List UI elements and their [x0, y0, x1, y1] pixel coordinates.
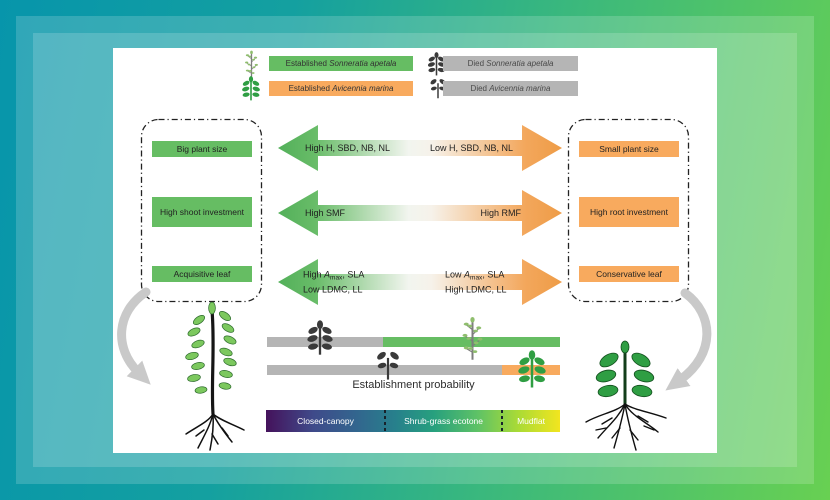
- established-avicennia-icon: [241, 76, 261, 102]
- arrow-label-left: High SMF: [305, 207, 346, 218]
- arrow-label-right: Low H, SBD, NB, NL: [430, 142, 514, 153]
- zone-closed-canopy: Closed-canopy: [297, 416, 354, 426]
- arrow-mass-fraction: High SMF High RMF: [277, 187, 563, 239]
- established-sonneratia-icon: [243, 50, 260, 79]
- legend-species: Avicennia marina: [332, 84, 394, 93]
- curved-arrow-right-icon: [665, 288, 712, 391]
- legend-species: Sonneratia apetala: [329, 59, 397, 68]
- zone-divider: [501, 410, 504, 432]
- arrow-label-left: High H, SBD, NB, NL: [305, 142, 391, 153]
- trait-acquisitive-leaf: Acquisitive leaf: [152, 266, 252, 282]
- arrow-plant-size: High H, SBD, NB, NL Low H, SBD, NB, NL: [277, 122, 563, 174]
- right-trait-container: [567, 118, 690, 303]
- legend-died-avicennia: Died Avicennia marina: [443, 81, 578, 96]
- shoot-investment-plant-illustration: [185, 302, 245, 451]
- zone-divider: [384, 410, 387, 432]
- left-trait-container: [140, 118, 263, 303]
- legend-species: Sonneratia apetala: [486, 59, 554, 68]
- legend-established-sonneratia: Established Sonneratia apetala: [269, 56, 413, 71]
- legend-label: Established: [288, 84, 333, 93]
- trait-big-plant-size: Big plant size: [152, 141, 252, 157]
- legend-died-sonneratia: Died Sonneratia apetala: [443, 56, 578, 71]
- arrow-label-right: High RMF: [480, 207, 521, 218]
- curved-arrow-left-icon: [117, 287, 151, 385]
- legend-species: Avicennia marina: [489, 84, 551, 93]
- zone-shrub-grass-ecotone: Shrub-grass ecotone: [404, 416, 484, 426]
- legend-label: Died: [470, 84, 490, 93]
- established-sonneratia-icon: [459, 316, 486, 361]
- root-investment-plant-illustration: [585, 340, 667, 451]
- trait-small-plant-size: Small plant size: [579, 141, 679, 157]
- zone-mudflat: Mudflat: [517, 416, 545, 426]
- establishment-probability-label: Establishment probability: [352, 379, 475, 391]
- legend-label: Established: [285, 59, 330, 68]
- trait-conservative-leaf: Conservative leaf: [579, 266, 679, 282]
- legend-label: Died: [467, 59, 487, 68]
- died-sonneratia-icon: [305, 320, 335, 357]
- trait-high-root-investment: High root investment: [579, 197, 679, 227]
- died-avicennia-icon: [375, 349, 401, 382]
- habitat-gradient-bar: Closed-canopy Shrub-grass ecotone Mudfla…: [266, 410, 560, 432]
- trait-high-shoot-investment: High shoot investment: [152, 197, 252, 227]
- legend-established-avicennia: Established Avicennia marina: [269, 81, 413, 96]
